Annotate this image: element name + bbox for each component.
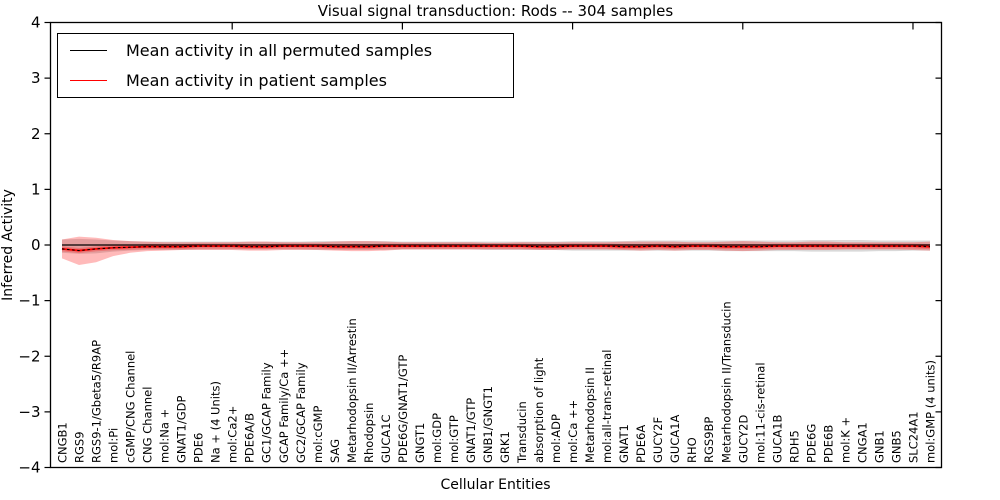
x-category-label: GUCY2D: [736, 415, 750, 463]
chart-title: Visual signal transduction: Rods -- 304 …: [317, 2, 674, 20]
y-tick-label: −3: [18, 403, 40, 421]
x-category-label: Metarhodopsin II/Arrestin: [345, 318, 359, 463]
legend: Mean activity in all permuted samples Me…: [57, 33, 514, 98]
x-category-label: mol:Ca2+: [226, 406, 240, 463]
x-category-label: CNGA1: [855, 422, 869, 463]
x-category-label: PDE6B: [821, 425, 835, 463]
x-category-label: cGMP/CNG Channel: [124, 351, 138, 463]
x-category-label: mol:11-cis-retinal: [753, 362, 767, 463]
y-tick-label: 4: [31, 14, 41, 32]
x-category-label: Transducin: [515, 401, 529, 464]
x-category-label: Metarhodopsin II/Transducin: [719, 301, 733, 463]
x-category-label: RGS9-1/Gbeta5/R9AP: [90, 340, 104, 463]
legend-label: Mean activity in all permuted samples: [126, 40, 433, 60]
x-category-label: CNG Channel: [141, 387, 155, 463]
x-category-label: Metarhodopsin II: [583, 367, 597, 463]
x-category-label: RDH5: [787, 430, 801, 463]
x-category-label: mol:Ca ++: [566, 400, 580, 463]
y-tick-label: 0: [31, 236, 41, 254]
y-tick-label: −4: [18, 459, 40, 477]
x-category-label: GUCA1B: [770, 414, 784, 463]
x-category-label: mol:K +: [838, 417, 852, 463]
x-category-label: GUCY2F: [651, 417, 665, 463]
x-category-label: GNAT1/GDP: [175, 396, 189, 463]
x-category-label: GC1/GCAP Family: [260, 362, 274, 463]
x-category-label: GNB5: [889, 430, 903, 463]
x-category-label: absorption of light: [532, 357, 546, 463]
x-category-label: Rhodopsin: [362, 403, 376, 463]
x-category-label: mol:GMP (4 units): [924, 360, 938, 463]
x-category-label: GRK1: [498, 431, 512, 463]
x-category-label: GUCA1A: [668, 414, 682, 463]
x-category-label: mol:cGMP: [311, 406, 325, 463]
x-axis-label: Cellular Entities: [440, 477, 551, 493]
x-category-label: Na + (4 Units): [209, 381, 223, 463]
x-category-label: PDE6G: [804, 424, 818, 463]
x-category-label: CNGB1: [56, 422, 70, 463]
patient-samples-range-band: [62, 236, 930, 266]
legend-label: Mean activity in patient samples: [126, 71, 387, 91]
y-tick-label: 2: [31, 125, 41, 143]
patient-line-swatch: [70, 80, 107, 82]
x-category-label: RGS9BP: [702, 417, 716, 463]
x-category-label: mol:ADP: [549, 414, 563, 463]
y-tick-label: 1: [31, 180, 41, 198]
legend-item-permuted: Mean activity in all permuted samples: [58, 36, 513, 65]
x-category-label: mol:GDP: [430, 413, 444, 463]
x-category-label: PDE6G/GNAT1/GTP: [396, 355, 410, 463]
x-category-label: GNAT1/GTP: [464, 398, 478, 463]
x-category-label: GNB1/GNGT1: [481, 386, 495, 463]
x-category-label: GNAT1: [617, 424, 631, 463]
x-category-label: PDE6A: [634, 425, 648, 463]
x-category-label: mol:GTP: [447, 415, 461, 463]
x-category-label: GC2/GCAP Family: [294, 362, 308, 463]
patient-mean-dashed-overlay: [61, 245, 931, 252]
permuted-line-swatch: [70, 49, 107, 51]
x-category-label: GCAP Family/Ca ++: [277, 349, 291, 463]
x-category-label: mol:Na +: [158, 409, 172, 463]
y-tick-label: −1: [18, 292, 40, 310]
legend-item-patient: Mean activity in patient samples: [58, 66, 513, 95]
x-category-label: RHO: [685, 437, 699, 463]
x-category-label: GUCA1C: [379, 414, 393, 463]
x-category-label: GNB1: [872, 430, 886, 463]
x-category-label: PDE6: [192, 433, 206, 463]
x-category-label: RGS9: [73, 431, 87, 463]
x-category-label: mol:Pi: [107, 428, 121, 463]
x-category-label: SAG: [328, 439, 342, 463]
y-tick-label: 3: [31, 69, 41, 87]
x-category-label: SLC24A1: [906, 411, 920, 463]
x-category-label: mol:all-trans-retinal: [600, 350, 614, 463]
y-tick-label: −2: [18, 347, 40, 365]
x-category-label: GNGT1: [413, 423, 427, 463]
x-category-label: PDE6A/B: [243, 413, 257, 463]
